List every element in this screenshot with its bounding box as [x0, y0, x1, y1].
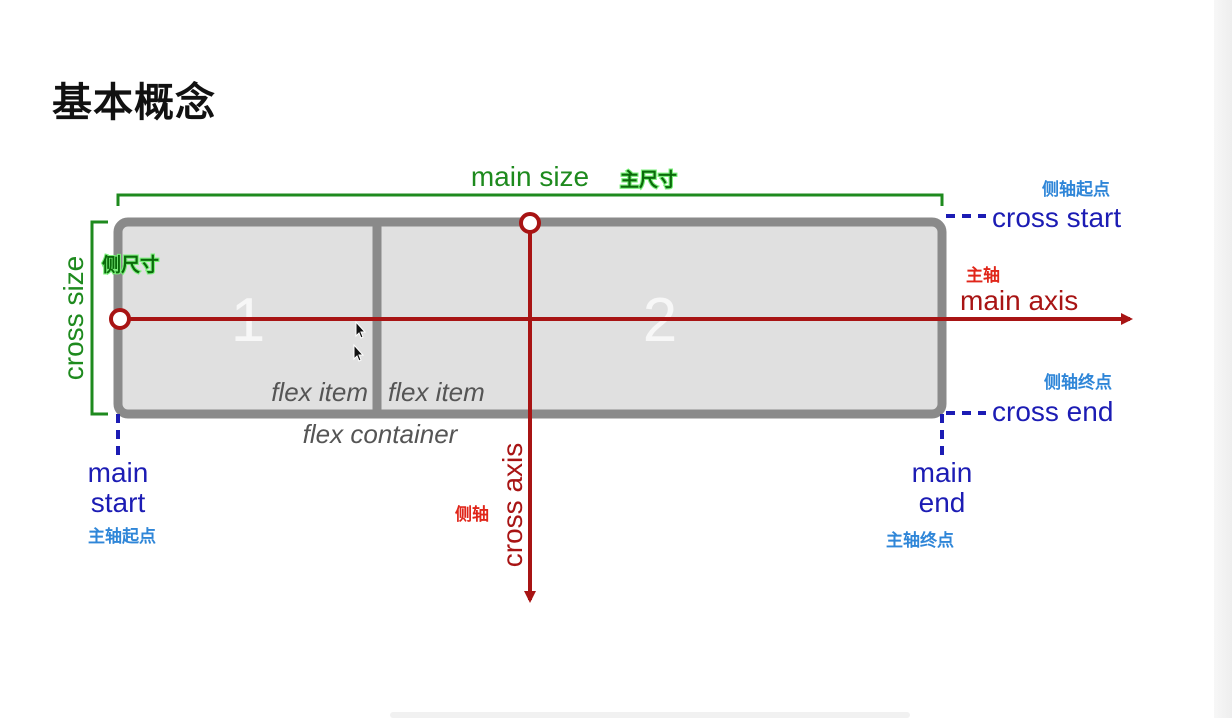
cross-size-bracket — [90, 220, 108, 416]
cross-start-label: cross start — [992, 202, 1121, 233]
main-start-label-line2: start — [91, 487, 146, 518]
main-end-label-line1: main — [912, 457, 973, 488]
main-start-label-line1: main — [88, 457, 149, 488]
page-title: 基本概念 — [52, 80, 216, 126]
cursor-arrow-icon — [353, 343, 365, 362]
cross-size-label: cross size — [58, 256, 89, 380]
main-end-label-line2: end — [919, 487, 966, 518]
scrollbar-track — [1214, 0, 1232, 718]
main-axis-origin — [109, 308, 131, 330]
main-size-tag: 主尺寸 — [620, 168, 677, 191]
cursor-arrow-icon — [355, 320, 367, 339]
main-start-tag: 主轴起点 — [88, 526, 156, 547]
cross-axis-label: cross axis — [497, 443, 528, 567]
cross-start-tag: 侧轴起点 — [1042, 179, 1110, 200]
main-size-bracket — [116, 193, 944, 206]
cross-size-tag: 侧尺寸 — [102, 253, 159, 276]
main-axis-tag: 主轴 — [966, 265, 1000, 286]
flex-item-2-label: flex item — [388, 377, 485, 407]
bottom-shadow — [390, 712, 910, 718]
main-axis-label: main axis — [960, 285, 1078, 316]
cross-end-label: cross end — [992, 396, 1113, 427]
main-size-label: main size — [471, 161, 589, 192]
cross-end-tag: 侧轴终点 — [1044, 372, 1112, 393]
cross-axis-origin — [519, 212, 541, 234]
flex-item-1-label: flex item — [271, 377, 368, 407]
cross-axis-tag: 侧轴 — [455, 504, 489, 525]
main-end-tag: 主轴终点 — [886, 530, 954, 551]
flex-container-label: flex container — [303, 419, 459, 449]
